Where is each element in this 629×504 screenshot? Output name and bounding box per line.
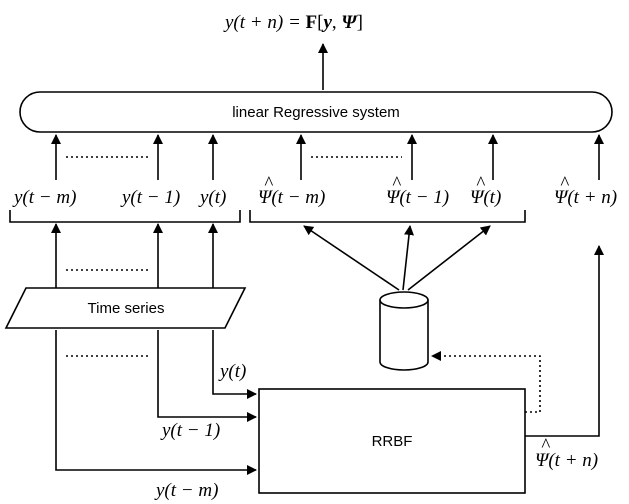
arrow-db-to-psi-t: [407, 225, 491, 291]
y-term-t-minus-m: y(t − m): [12, 187, 76, 208]
y-term-t: y(t): [198, 187, 226, 208]
psi-term-t: Ψ(t): [470, 187, 501, 208]
arrow-db-to-psi-t-m: [303, 225, 400, 291]
feed-y-t-1-to-rrbf: [157, 330, 257, 422]
y-terms-bracket: [9, 210, 241, 223]
hat-accent: ^: [392, 173, 402, 194]
y-term-t-minus-1: y(t − 1): [120, 187, 180, 208]
hat-accent: ^: [560, 173, 570, 194]
psi-term-t-minus-1-group: ^ Ψ(t − 1): [386, 173, 449, 208]
linear-regressive-system-label: linear Regressive system: [232, 104, 400, 121]
psi-term-t-minus-1: Ψ(t − 1): [386, 187, 449, 208]
feed-label-y-t-1: y(t − 1): [160, 420, 220, 441]
psi-forecast-term: Ψ(t + n): [554, 187, 617, 208]
hat-accent: ^: [476, 173, 486, 194]
rrbf-label: RRBF: [372, 433, 413, 450]
feed-y-t-m-to-rrbf: [55, 330, 257, 475]
hat-accent: ^: [264, 173, 274, 194]
rrbf-box: [258, 388, 526, 494]
rrbf-output-label: Ψ(t + n): [535, 450, 598, 471]
hat-accent: ^: [541, 435, 551, 456]
psi-terms-bracket: [249, 210, 526, 223]
feed-label-y-t-m: y(t − m): [154, 480, 218, 501]
rrbf-output-arrow: [525, 245, 604, 437]
psi-term-t-group: ^ Ψ(t): [470, 173, 501, 208]
arrow-db-to-psi-t-1: [402, 225, 414, 291]
psi-term-t-minus-m-group: ^ Ψ(t − m): [258, 173, 325, 208]
feed-label-y-t: y(t): [218, 361, 246, 382]
rrbf-output-label-group: ^ Ψ(t + n): [535, 435, 598, 471]
feedback-rrbf-to-database: [431, 351, 541, 413]
psi-forecast-group: ^ Ψ(t + n): [554, 173, 617, 208]
output-equation: y(t + n) = F[y, Ψ]: [223, 12, 363, 33]
time-series-box: [4, 287, 247, 329]
database-icon: [379, 291, 429, 371]
time-series-label: Time series: [88, 300, 165, 317]
linear-regressive-system-box: [19, 91, 613, 133]
feed-y-t-to-rrbf: [212, 330, 257, 399]
psi-term-t-minus-m: Ψ(t − m): [258, 187, 325, 208]
